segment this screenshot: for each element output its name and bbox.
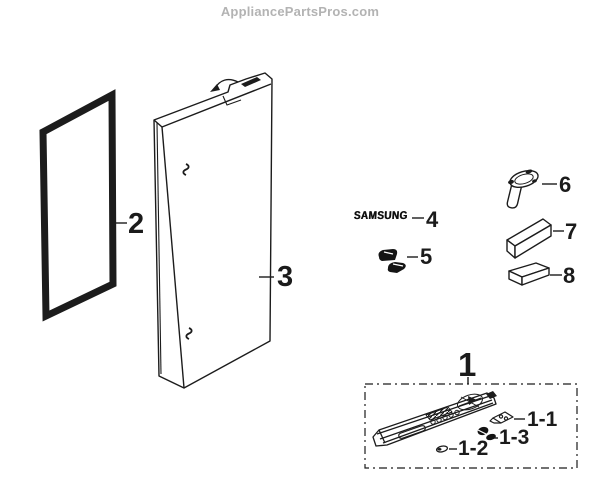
part2-door-gasket-drawing (39, 89, 117, 322)
callout-part-1-3: 1-3 (499, 426, 530, 449)
part6-stopper-pin-drawing (506, 169, 539, 209)
callout-part-1-2: 1-2 (458, 437, 489, 460)
part1-group-box (364, 383, 578, 469)
callout-leader-lines (112, 183, 564, 450)
part4-brand-badge: SAMSUNG (353, 210, 408, 223)
part1-3-knob-drawing (477, 426, 496, 441)
callout-part-6: 6 (559, 172, 572, 197)
part3-door-drawing (153, 72, 273, 389)
callout-part-4: 4 (426, 207, 439, 232)
callout-part-7: 7 (565, 219, 578, 244)
part7-block-drawing (506, 218, 552, 259)
door-top-cap-icon (241, 77, 261, 87)
arrow-icon (210, 84, 220, 92)
part1-1-bracket-drawing (489, 411, 514, 424)
callout-part-1-1: 1-1 (527, 408, 558, 431)
part8-block-drawing (508, 262, 550, 286)
part1-tray-assembly-drawing (372, 391, 497, 447)
callout-part-5: 5 (420, 244, 433, 269)
watermark-text: AppliancePartsPros.com (220, 4, 380, 19)
part1-2-cap-drawing (435, 445, 449, 453)
callout-part-8: 8 (563, 263, 576, 288)
callout-part-2: 2 (128, 208, 145, 240)
part5-clip-drawing (378, 249, 406, 273)
callout-part-3: 3 (277, 261, 294, 293)
callout-part-1: 1 (458, 346, 477, 383)
